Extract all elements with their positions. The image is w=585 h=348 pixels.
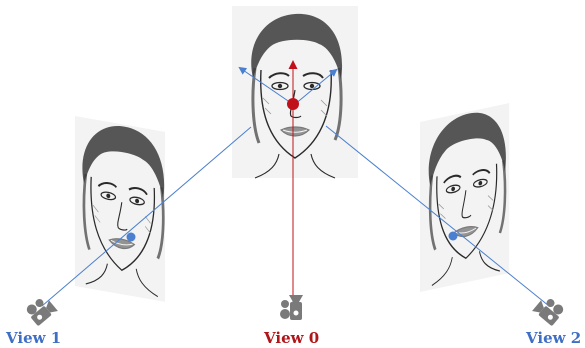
point-view-1 xyxy=(127,233,136,242)
video-camera-icon xyxy=(280,295,303,320)
label-view-2: View 2 xyxy=(526,329,581,347)
face-view-1 xyxy=(75,116,165,302)
video-camera-icon xyxy=(24,293,58,327)
video-camera-icon xyxy=(532,293,566,327)
label-view-1: View 1 xyxy=(6,329,61,347)
face-view-0 xyxy=(232,6,358,178)
point-view-2 xyxy=(449,232,458,241)
label-view-0: View 0 xyxy=(264,329,319,347)
point-view-0 xyxy=(287,98,299,110)
